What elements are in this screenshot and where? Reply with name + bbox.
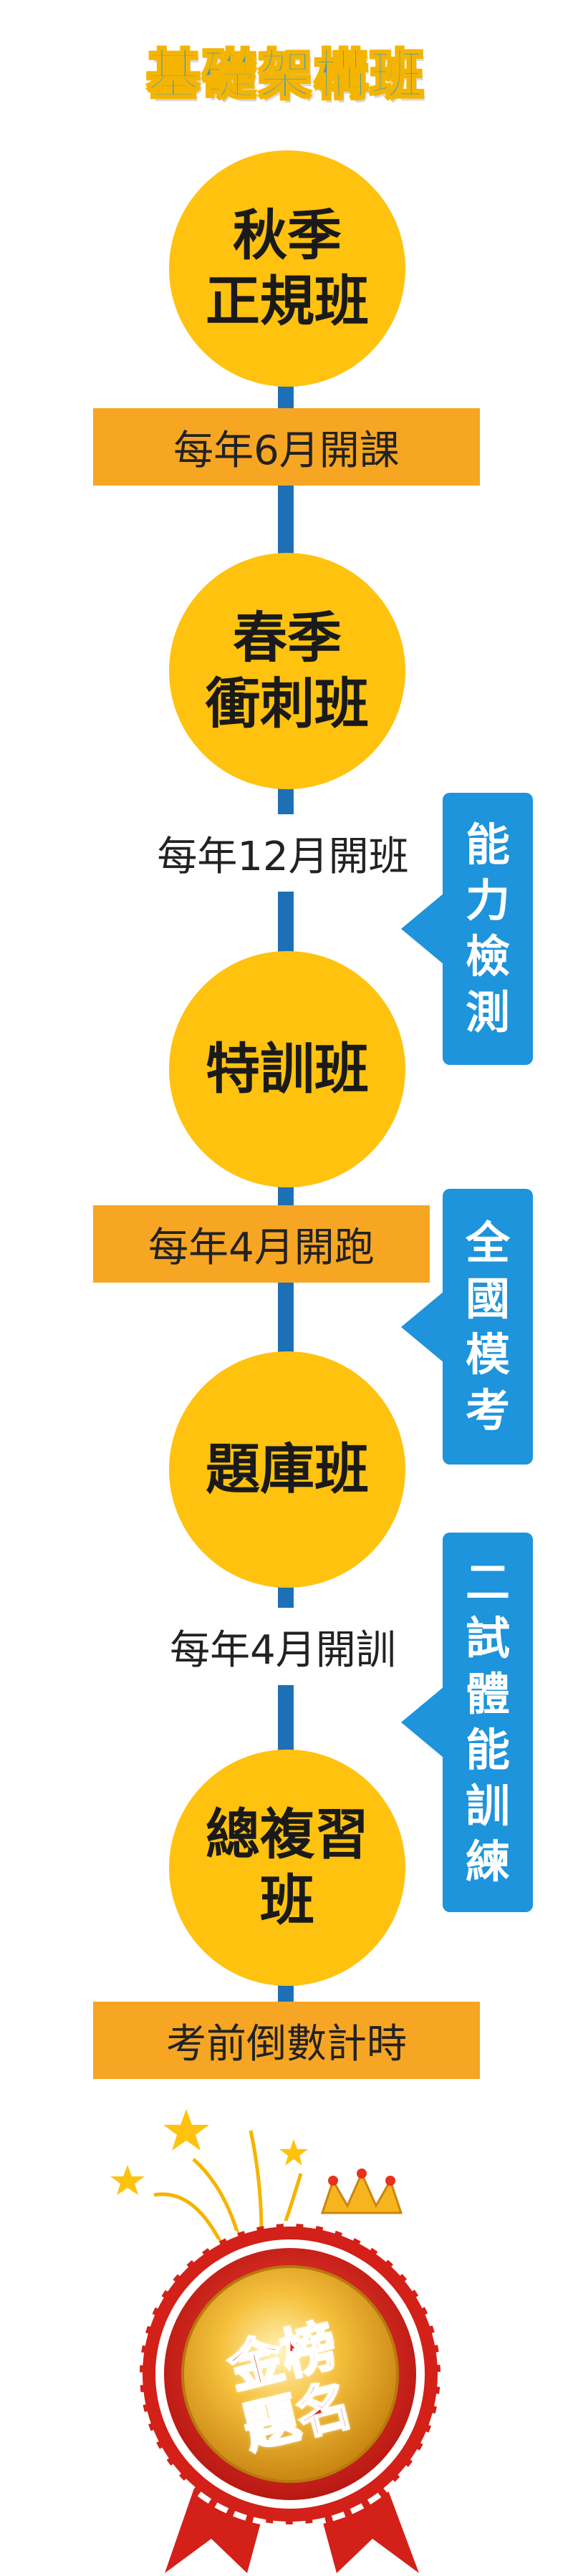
bubble-char: 考 <box>465 1384 510 1437</box>
test-bubble-mock-exam: 全 國 模 考 <box>401 1189 533 1465</box>
bubble-char: 國 <box>465 1272 510 1325</box>
stage-label: 春季 <box>233 606 342 670</box>
stage-circle-question-bank: 題庫班 <box>169 1351 405 1588</box>
schedule-bar-1: 每年6月開課 <box>93 408 480 486</box>
stage-circle-spring: 春季 衝刺班 <box>169 553 405 789</box>
bubble-char: 全 <box>465 1216 510 1269</box>
bubble-char: 檢 <box>465 930 510 983</box>
schedule-bar-5: 考前倒數計時 <box>93 2002 480 2079</box>
stage-circle-review: 總複習 班 <box>169 1750 405 1986</box>
test-bubble-physical-training: 二 試 體 能 訓 練 <box>401 1533 533 1912</box>
stage-label: 題庫班 <box>206 1437 369 1501</box>
sparkle-ray <box>153 2192 224 2247</box>
bubble-char: 體 <box>465 1668 510 1720</box>
schedule-text-2: 每年12月開班 <box>115 814 451 892</box>
stage-label: 衝刺班 <box>206 672 369 735</box>
stage-circle-autumn: 秋季 正規班 <box>169 150 405 387</box>
test-bubble-ability: 能 力 檢 測 <box>401 793 533 1065</box>
stage-label: 班 <box>260 1868 314 1932</box>
sparkle-ray <box>192 2158 242 2242</box>
bubble-char: 力 <box>465 874 510 927</box>
bubble-char: 二 <box>465 1556 510 1608</box>
bubble-char: 試 <box>465 1612 510 1664</box>
crown-icon <box>320 2169 403 2214</box>
page-title: 基礎架構班 <box>146 44 426 107</box>
star-icon <box>110 2165 145 2195</box>
gold-medal-badge: 金榜 題名 <box>86 2080 487 2573</box>
star-icon <box>279 2139 308 2166</box>
schedule-text-4: 每年4月開訓 <box>115 1608 451 1685</box>
stage-label: 正規班 <box>206 269 369 333</box>
bubble-char: 訓 <box>465 1780 510 1832</box>
stage-label: 特訓班 <box>206 1037 369 1101</box>
bubble-char: 能 <box>465 819 510 871</box>
bubble-char: 測 <box>465 986 510 1038</box>
stage-label: 秋季 <box>233 203 342 267</box>
stage-circle-special: 特訓班 <box>169 951 405 1187</box>
bubble-char: 能 <box>465 1724 510 1776</box>
bubble-char: 模 <box>465 1328 510 1381</box>
schedule-bar-3: 每年4月開跑 <box>93 1205 430 1283</box>
stage-label: 總複習 <box>206 1803 369 1866</box>
star-icon <box>163 2109 209 2151</box>
medal-rosette <box>137 2221 443 2527</box>
medal-graphic <box>110 2109 443 2573</box>
bubble-char: 練 <box>465 1835 510 1888</box>
sparkle-ray <box>249 2130 264 2235</box>
